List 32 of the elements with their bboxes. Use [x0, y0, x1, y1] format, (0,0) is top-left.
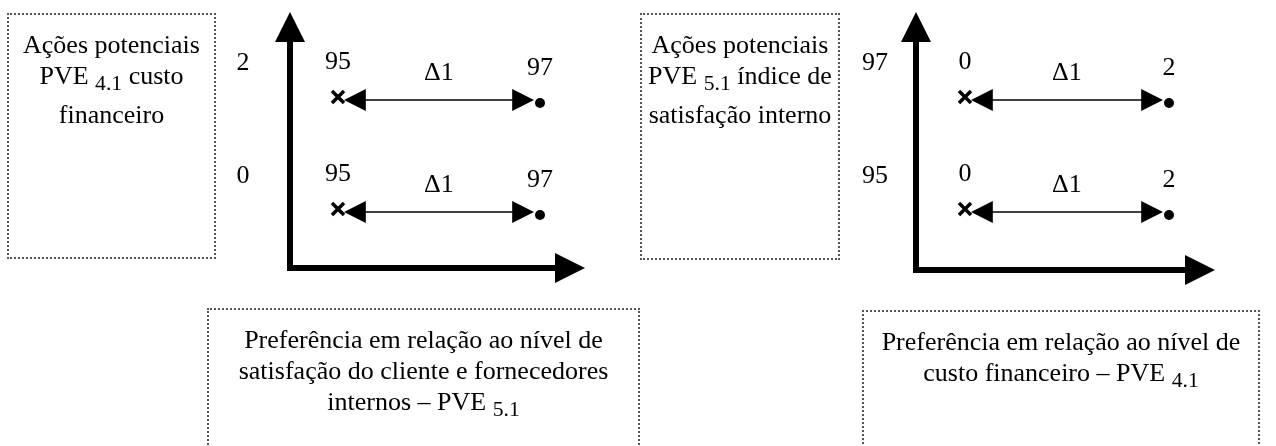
- point-value: 95: [324, 159, 352, 187]
- point-value: 95: [324, 47, 352, 75]
- axis-value: 95: [861, 161, 889, 189]
- point-value: 2: [1161, 165, 1177, 193]
- axis-value: 2: [235, 48, 251, 76]
- text-box: [640, 13, 840, 260]
- point-value: 0: [957, 47, 973, 75]
- point-value: 0: [957, 159, 973, 187]
- cross-marker: [957, 201, 973, 217]
- dot-marker: [532, 95, 548, 111]
- point-value: 2: [1161, 53, 1177, 81]
- cross-marker: [957, 89, 973, 105]
- cross-marker: [330, 201, 346, 217]
- box-text: Preferência em relação ao nível de satisfação do cliente e fornecedores internos – PVE $_{5.1}$: [237, 324, 610, 424]
- dot-marker: [1161, 207, 1177, 223]
- text-box: [207, 308, 640, 446]
- box-text: Ações potenciais PVE $_{4.1}$ custo financeiro: [22, 29, 201, 132]
- point-value: 97: [526, 53, 554, 81]
- text-box: [862, 310, 1260, 446]
- cross-marker: [330, 89, 346, 105]
- dot-marker: [532, 207, 548, 223]
- text-box: [7, 13, 216, 259]
- box-text: Preferência em relação ao nível de custo financeiro – PVE $_{4.1}$: [880, 326, 1242, 395]
- axis-value: 97: [861, 48, 889, 76]
- double-arrow: [970, 89, 1164, 111]
- double-arrow: [970, 201, 1164, 223]
- double-arrow: [343, 201, 535, 223]
- axis-value: 0: [235, 161, 251, 189]
- double-arrow: [343, 89, 535, 111]
- dot-marker: [1161, 95, 1177, 111]
- point-value: 97: [526, 165, 554, 193]
- box-text: Ações potenciais PVE $_{5.1}$ índice de satisfação interno: [647, 29, 833, 132]
